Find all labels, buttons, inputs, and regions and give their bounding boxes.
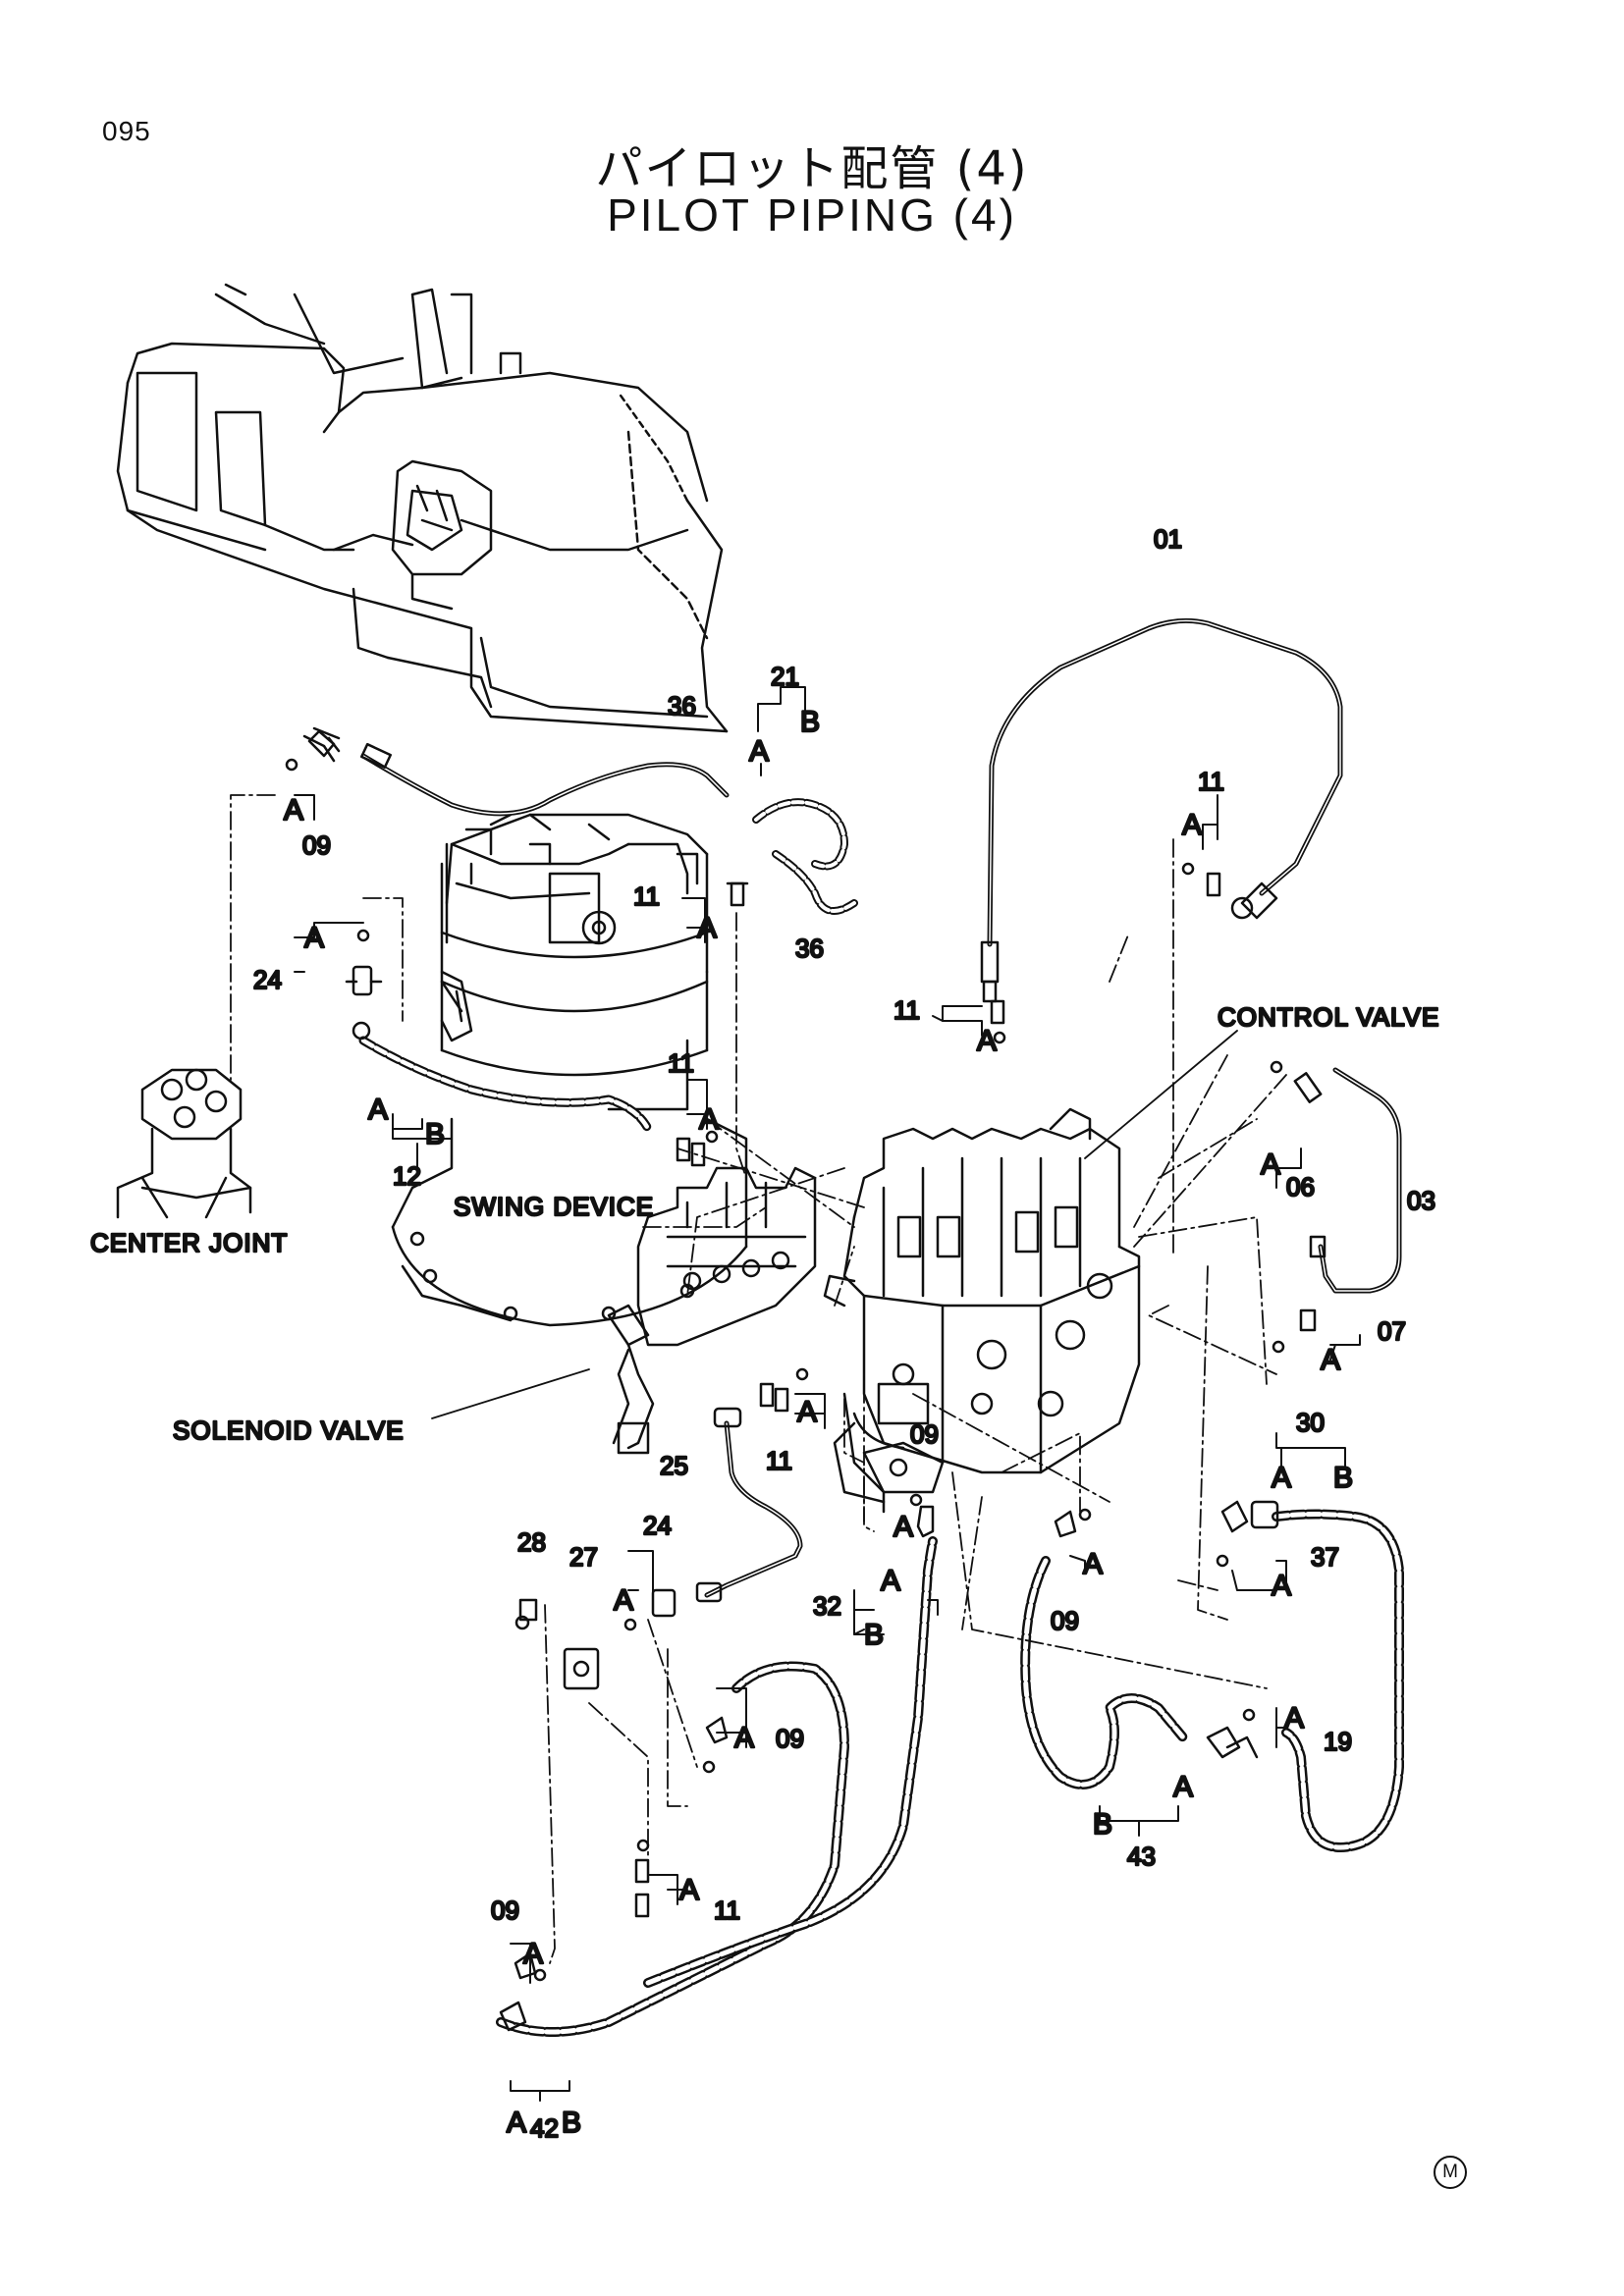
part-number-42: 42 [530, 2113, 559, 2143]
part-number-12: 12 [393, 1161, 421, 1191]
part-number-09-hose: 09 [776, 1724, 804, 1753]
control-valve-illustration [823, 1107, 1141, 1514]
part-number-36-top: 36 [668, 691, 696, 721]
port-label-a: A [977, 1025, 997, 1057]
port-label-a: A [734, 1722, 754, 1754]
hose-32 [643, 1536, 938, 1988]
label-control-valve: CONTROL VALVE [1218, 1002, 1439, 1032]
port-label-a: A [1083, 1548, 1103, 1580]
fittings [285, 729, 1317, 2032]
swing-hose [302, 726, 730, 817]
pipe-03 [1293, 1067, 1402, 1294]
port-label-a: A [1182, 809, 1202, 841]
port-label-a: A [1173, 1771, 1193, 1803]
part-number-09-bottom: 09 [491, 1896, 519, 1925]
callout-brackets [294, 686, 1361, 2102]
port-label-a: A [697, 912, 717, 944]
part-number-30: 30 [1296, 1408, 1325, 1437]
port-label-a: A [284, 794, 303, 827]
port-label-a: A [1272, 1462, 1291, 1494]
port-label-a: A [699, 1103, 719, 1136]
excavator-body-illustration [116, 283, 729, 733]
part-number-27: 27 [569, 1542, 598, 1572]
page-title-english: PILOT PIPING (4) [607, 189, 1017, 240]
port-label-a: A [304, 922, 324, 954]
port-label-b: B [800, 706, 820, 738]
port-label-b: B [562, 2107, 581, 2139]
page-title-japanese: パイロット配管 (4) [595, 141, 1029, 196]
part-number-36-bottom: 36 [795, 934, 824, 963]
port-label-a: A [507, 2107, 526, 2139]
part-number-43: 43 [1127, 1842, 1156, 1871]
part-number-25: 25 [660, 1451, 688, 1480]
part-number-24-bottom: 24 [643, 1511, 672, 1540]
part-number-03: 03 [1407, 1186, 1435, 1215]
part-number-09-swing: 09 [302, 830, 331, 860]
label-swing-device: SWING DEVICE [454, 1192, 654, 1221]
part-number-09-cv-right: 09 [1051, 1606, 1079, 1635]
label-center-joint: CENTER JOINT [90, 1228, 288, 1257]
part-number-24-left: 24 [253, 965, 282, 994]
part-number-28: 28 [517, 1527, 546, 1557]
port-label-a: A [1321, 1344, 1340, 1376]
part-number-11-swing: 11 [633, 881, 660, 911]
port-label-a: A [1284, 1702, 1304, 1735]
pipe-25 [695, 1407, 803, 1603]
part-number-11-bottom: 11 [714, 1896, 740, 1925]
part-number-11-solenoid: 11 [766, 1446, 792, 1475]
port-label-b: B [425, 1118, 445, 1150]
part-number-11-top-right: 11 [1198, 767, 1224, 796]
port-label-a: A [881, 1565, 900, 1597]
part-number-19: 19 [1324, 1727, 1352, 1756]
center-joint-illustration [116, 1068, 252, 1219]
part-number-06: 06 [1286, 1172, 1315, 1201]
pipe-01 [980, 617, 1343, 1003]
part-number-11-pipe01: 11 [893, 995, 920, 1025]
hose-43 [1020, 1556, 1188, 1789]
label-solenoid-valve: SOLENOID VALVE [173, 1415, 405, 1445]
port-label-b: B [1333, 1462, 1353, 1494]
hose-12 [358, 1036, 653, 1134]
part-number-21: 21 [771, 662, 799, 691]
part-number-32: 32 [813, 1591, 841, 1621]
part-number-07: 07 [1378, 1316, 1406, 1346]
port-label-a: A [523, 1938, 543, 1970]
swing-device-illustration [391, 813, 748, 1327]
port-label-a: A [749, 735, 769, 768]
hose-30 [1272, 1509, 1404, 1852]
port-label-a: A [1272, 1570, 1291, 1602]
page-number: 095 [102, 116, 151, 146]
port-label-a: A [679, 1874, 699, 1906]
part-number-37: 37 [1311, 1542, 1339, 1572]
port-label-b: B [1093, 1808, 1112, 1841]
port-label-a: A [893, 1511, 913, 1543]
leader-lines [230, 794, 1287, 1964]
part-number-01: 01 [1154, 524, 1182, 554]
port-label-a: A [368, 1094, 388, 1126]
port-label-b: B [864, 1619, 884, 1651]
part-number-09-cv-left: 09 [910, 1419, 939, 1449]
port-label-a: A [797, 1396, 817, 1428]
part-number-11-swing-lower: 11 [668, 1048, 694, 1078]
port-label-a: A [1261, 1148, 1280, 1181]
hose-21 [752, 798, 858, 915]
port-label-a: A [614, 1584, 633, 1617]
maker-mark: M [1434, 2156, 1467, 2189]
